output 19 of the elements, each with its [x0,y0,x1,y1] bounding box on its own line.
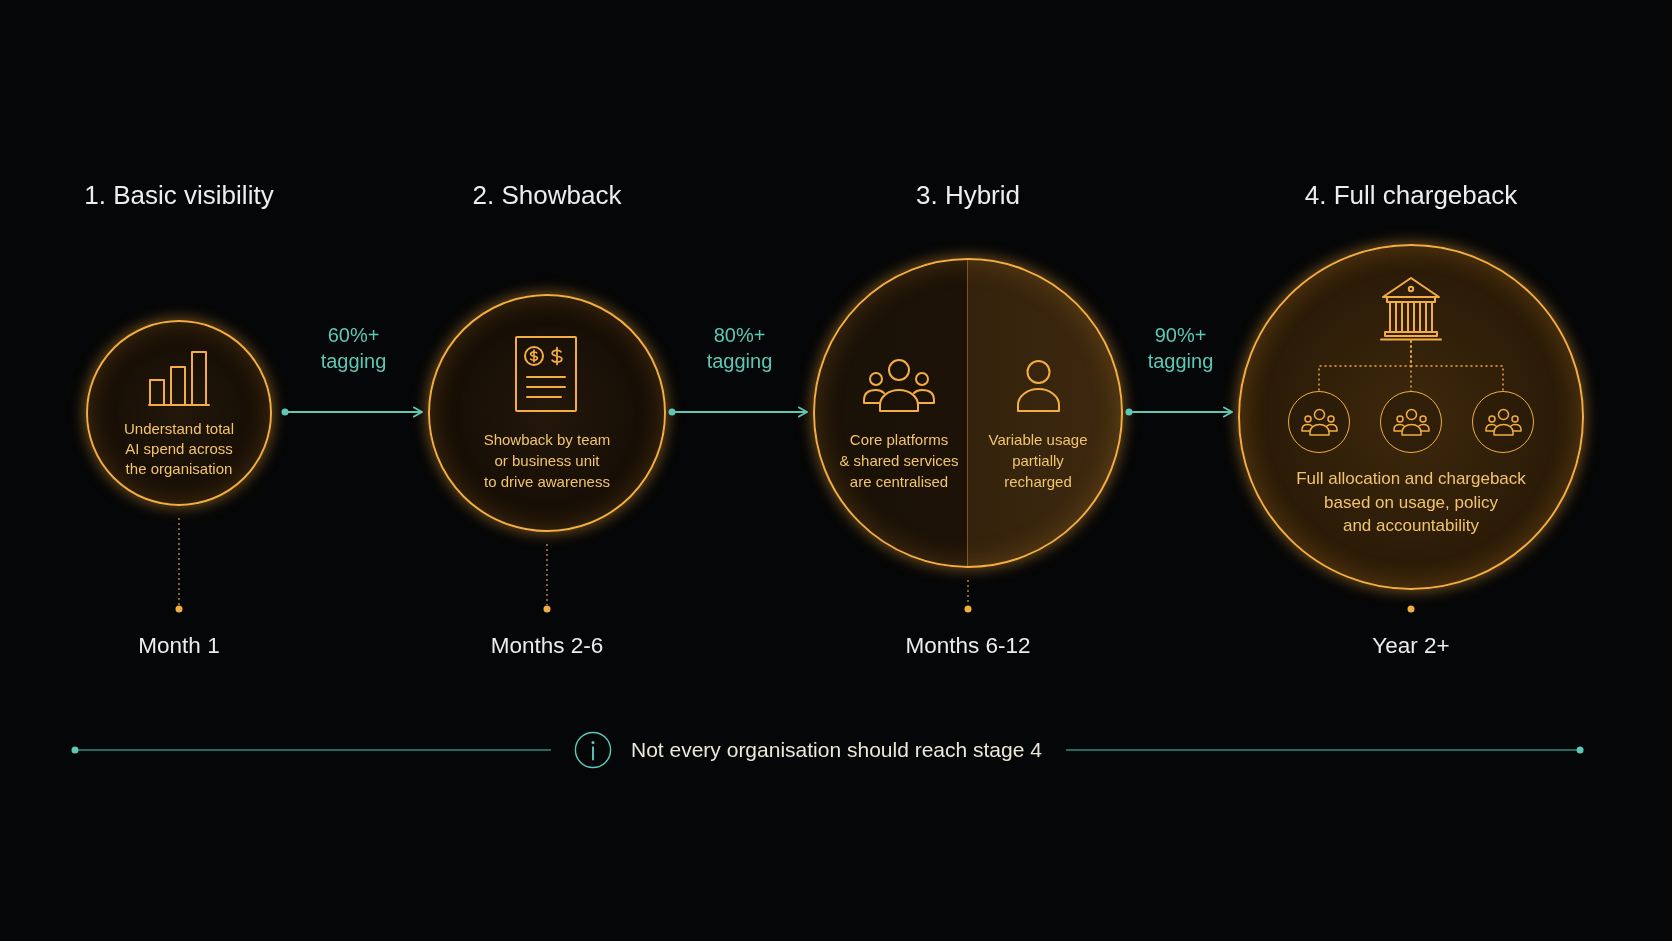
stage-description: Understand total AI spend across the organisation [123,419,235,479]
note-text: Not every organisation should reach stage 4 [631,737,1042,763]
timeline-label: Months 2-6 [490,632,604,660]
arrow [1125,406,1233,418]
stage-title: 2. Showback [472,179,622,212]
stage-description: Full allocation and chargeback based on usage, policy and accountability [1296,467,1526,537]
stage-title: 3. Hybrid [916,179,1020,212]
arrow [668,406,808,418]
timeline-label: Months 6-12 [905,632,1031,660]
arrow [281,406,423,418]
stage-title: 1. Basic visibility [84,179,274,212]
timeline-label: Month 1 [138,632,220,660]
stage-description: Showback by team or business unit to drive awareness [483,429,611,492]
dashed-connector [1410,339,1504,392]
stage-description: Core platforms & shared services are centralised [839,429,959,492]
bank-icon [1380,275,1442,341]
stage-description: Variable usage partially recharged [988,429,1088,492]
stage-title: 4. Full chargeback [1304,179,1518,212]
timeline-label: Year 2+ [1372,632,1450,660]
